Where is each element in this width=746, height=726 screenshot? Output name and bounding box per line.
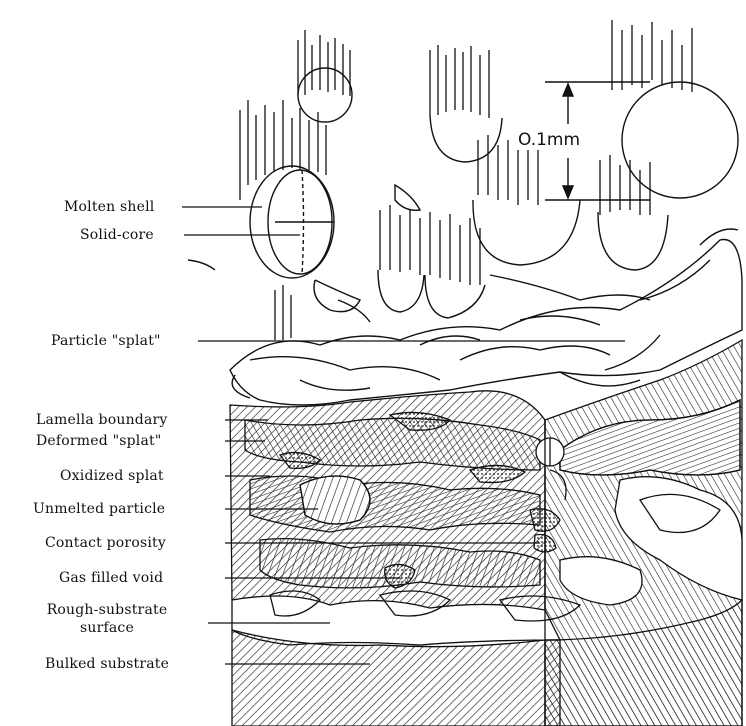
label-molten-shell: Molten shell — [64, 199, 154, 215]
label-solid-core: Solid-core — [80, 227, 154, 243]
label-gas-filled-void: Gas filled void — [59, 570, 163, 586]
scale-label: O.1mm — [516, 130, 582, 150]
label-lamella-boundary: Lamella boundary — [36, 412, 168, 428]
label-deformed-splat: Deformed "splat" — [36, 433, 161, 449]
label-rough-substrate-surface: Rough-substrate surface — [22, 601, 192, 637]
falling-particles — [188, 20, 738, 340]
label-oxidized-splat: Oxidized splat — [60, 468, 164, 484]
label-contact-porosity: Contact porosity — [45, 535, 166, 551]
label-unmelted-particle: Unmelted particle — [33, 501, 165, 517]
label-particle-splat: Particle "splat" — [51, 333, 161, 349]
coating-cross-section — [230, 340, 742, 726]
label-bulked-substrate: Bulked substrate — [45, 656, 169, 672]
